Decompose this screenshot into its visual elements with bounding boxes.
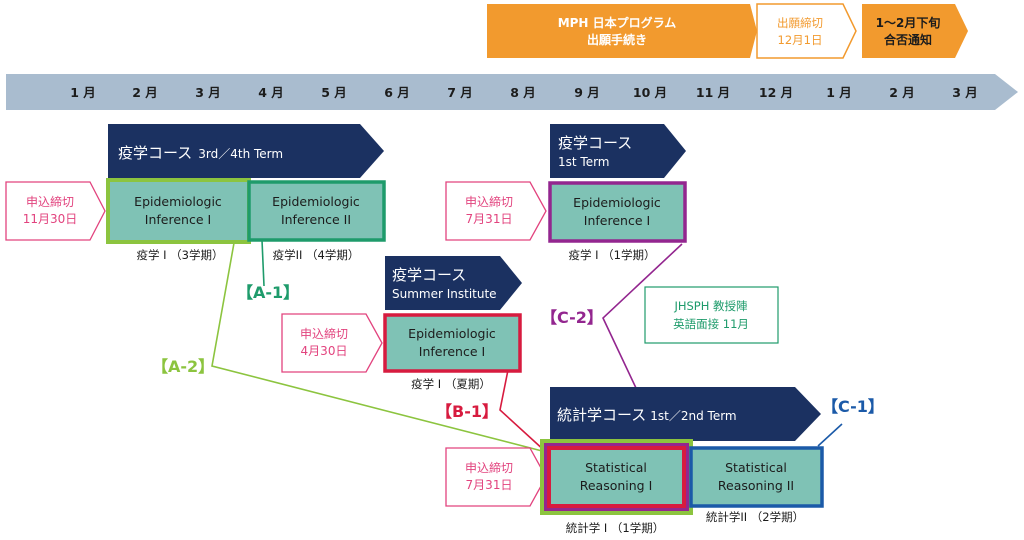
- svg-text:Epidemiologic: Epidemiologic: [408, 326, 496, 341]
- month-timeline: 1 月 2 月 3 月 4 月 5 月 6 月 7 月 8 月 9 月 10 月 11 月 12 月 1…: [6, 74, 1018, 110]
- path-label-a1: 【A-1】: [237, 283, 299, 302]
- month-label: 5 月: [321, 85, 347, 100]
- module-epi-inference-2-4th: Epidemiologic Inference II: [247, 180, 386, 242]
- svg-text:英語面接 11月: 英語面接 11月: [673, 317, 749, 331]
- month-label: 7 月: [447, 85, 473, 100]
- svg-text:Reasoning II: Reasoning II: [718, 478, 794, 493]
- module-stat-reasoning-1: Statistical Reasoning I: [540, 439, 693, 515]
- path-a1-line: [261, 239, 265, 287]
- module-epi-inference-1-3rd: Epidemiologic Inference I: [106, 178, 251, 244]
- caption-epi2-4th: 疫学II （4学期）: [273, 248, 360, 262]
- month-label: 4 月: [258, 85, 284, 100]
- deadline-epi-3rd: 申込締切 11月30日: [5, 181, 106, 241]
- caption-epi1-1st: 疫学 I （1学期）: [568, 248, 655, 262]
- month-label: 6 月: [384, 85, 410, 100]
- svg-text:Inference I: Inference I: [584, 213, 650, 228]
- svg-text:MPH 日本プログラム: MPH 日本プログラム: [558, 15, 677, 30]
- svg-text:Statistical: Statistical: [725, 460, 787, 475]
- module-stat-reasoning-2: Statistical Reasoning II: [689, 446, 824, 508]
- month-label: 11 月: [696, 85, 730, 100]
- mph-application-arrow: MPH 日本プログラム 出願手続き: [487, 4, 757, 58]
- month-label: 9 月: [574, 85, 600, 100]
- svg-text:Epidemiologic: Epidemiologic: [573, 195, 661, 210]
- deadline-epi-summer: 申込締切 4月30日: [281, 313, 383, 373]
- month-label: 10 月: [633, 85, 667, 100]
- svg-text:出願締切: 出願締切: [777, 16, 823, 30]
- svg-text:疫学コース: 疫学コース: [392, 266, 466, 284]
- module-epi-inference-1-summer: Epidemiologic Inference I: [383, 313, 522, 373]
- interview-note: JHSPH 教授陣 英語面接 11月: [644, 286, 779, 344]
- svg-text:申込締切: 申込締切: [465, 460, 513, 475]
- svg-text:Statistical: Statistical: [585, 460, 647, 475]
- svg-text:申込締切: 申込締切: [26, 194, 74, 209]
- month-label: 3 月: [952, 85, 978, 100]
- svg-text:Inference I: Inference I: [419, 344, 485, 359]
- svg-text:1～2月下旬: 1～2月下旬: [876, 15, 941, 30]
- caption-stat1: 統計学 I （1学期）: [566, 521, 665, 535]
- month-label: 1 月: [70, 85, 96, 100]
- deadline-epi-1st: 申込締切 7月31日: [445, 181, 547, 241]
- caption-epi1-3rd: 疫学 I （3学期）: [136, 248, 223, 262]
- svg-text:Inference I: Inference I: [145, 212, 211, 227]
- svg-text:Epidemiologic: Epidemiologic: [134, 194, 222, 209]
- application-deadline-arrow: 出願締切 12月1日: [756, 3, 857, 59]
- path-label-a2: 【A-2】: [152, 357, 214, 376]
- svg-text:JHSPH 教授陣: JHSPH 教授陣: [673, 299, 748, 313]
- svg-text:1st Term: 1st Term: [558, 155, 610, 169]
- svg-text:申込締切: 申込締切: [300, 326, 348, 341]
- path-b1-line: [499, 369, 547, 453]
- course-header-epi-summer: 疫学コース Summer Institute: [385, 256, 522, 310]
- month-label: 8 月: [510, 85, 536, 100]
- svg-text:疫学コース: 疫学コース: [558, 134, 632, 152]
- month-label: 1 月: [826, 85, 852, 100]
- caption-epi1-summer: 疫学 I （夏期）: [411, 377, 491, 391]
- svg-text:合否通知: 合否通知: [884, 32, 932, 47]
- path-label-b1: 【B-1】: [436, 402, 498, 421]
- svg-text:Inference II: Inference II: [281, 212, 351, 227]
- path-label-c2: 【C-2】: [541, 308, 603, 327]
- svg-text:11月30日: 11月30日: [23, 212, 78, 226]
- month-label: 3 月: [195, 85, 221, 100]
- svg-text:7月31日: 7月31日: [466, 478, 513, 492]
- svg-text:4月30日: 4月30日: [301, 344, 348, 358]
- course-header-epi-1st: 疫学コース 1st Term: [550, 124, 686, 178]
- path-c2-line: [602, 243, 683, 406]
- path-label-c1: 【C-1】: [822, 397, 884, 416]
- path-c1-line: [817, 423, 843, 447]
- month-label: 2 月: [132, 85, 158, 100]
- caption-stat2: 統計学II （2学期）: [706, 510, 804, 524]
- svg-text:Epidemiologic: Epidemiologic: [272, 194, 360, 209]
- svg-text:Summer Institute: Summer Institute: [392, 287, 497, 301]
- svg-text:12月1日: 12月1日: [778, 33, 823, 47]
- path-a2-line: [211, 242, 547, 453]
- svg-text:申込締切: 申込締切: [465, 194, 513, 209]
- month-label: 2 月: [889, 85, 915, 100]
- module-epi-inference-1-1st: Epidemiologic Inference I: [548, 181, 687, 243]
- month-label: 12 月: [759, 85, 793, 100]
- deadline-statistics: 申込締切 7月31日: [445, 447, 547, 507]
- svg-text:7月31日: 7月31日: [466, 212, 513, 226]
- svg-text:出願手続き: 出願手続き: [587, 32, 647, 47]
- pathway-lines: [211, 239, 843, 453]
- admission-notice-arrow: 1～2月下旬 合否通知: [862, 4, 968, 58]
- svg-text:Reasoning I: Reasoning I: [580, 478, 653, 493]
